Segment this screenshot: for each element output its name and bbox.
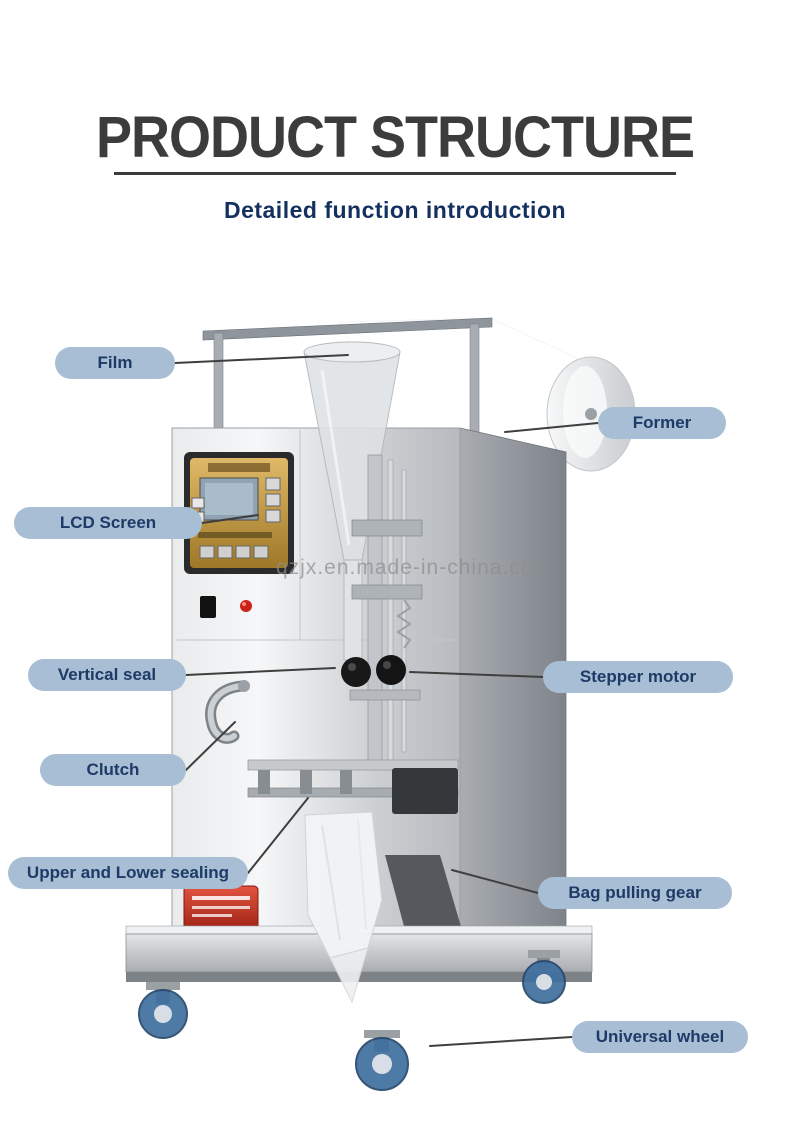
label-stepper-motor: Stepper motor xyxy=(543,661,733,693)
control-panel xyxy=(184,452,294,574)
formed-bag xyxy=(304,811,383,1004)
label-film: Film xyxy=(55,347,175,379)
page-subtitle: Detailed function introduction xyxy=(223,197,567,223)
warning-sticker xyxy=(183,885,259,933)
label-upper-lower-sealing: Upper and Lower sealing xyxy=(8,857,248,889)
clutch-lever xyxy=(205,680,250,744)
label-bag-pulling-gear: Bag pulling gear xyxy=(538,877,732,909)
label-lcd-screen: LCD Screen xyxy=(14,507,202,539)
hopper-funnel xyxy=(303,341,401,661)
bag-chute xyxy=(385,855,462,930)
page-title: PRODUCT STRUCTURE xyxy=(96,105,695,170)
title-underline xyxy=(114,172,676,175)
film-roll xyxy=(546,356,636,472)
stepper-motor-assembly xyxy=(341,454,423,766)
label-vertical-seal: Vertical seal xyxy=(28,659,186,691)
top-frame xyxy=(202,317,493,447)
label-universal-wheel: Universal wheel xyxy=(572,1021,748,1053)
label-clutch: Clutch xyxy=(40,754,186,786)
power-switch xyxy=(200,596,252,618)
sealing-assembly xyxy=(247,759,459,814)
leader-lines xyxy=(174,354,599,1047)
label-former: Former xyxy=(598,407,726,439)
caster-wheels xyxy=(138,950,566,1091)
